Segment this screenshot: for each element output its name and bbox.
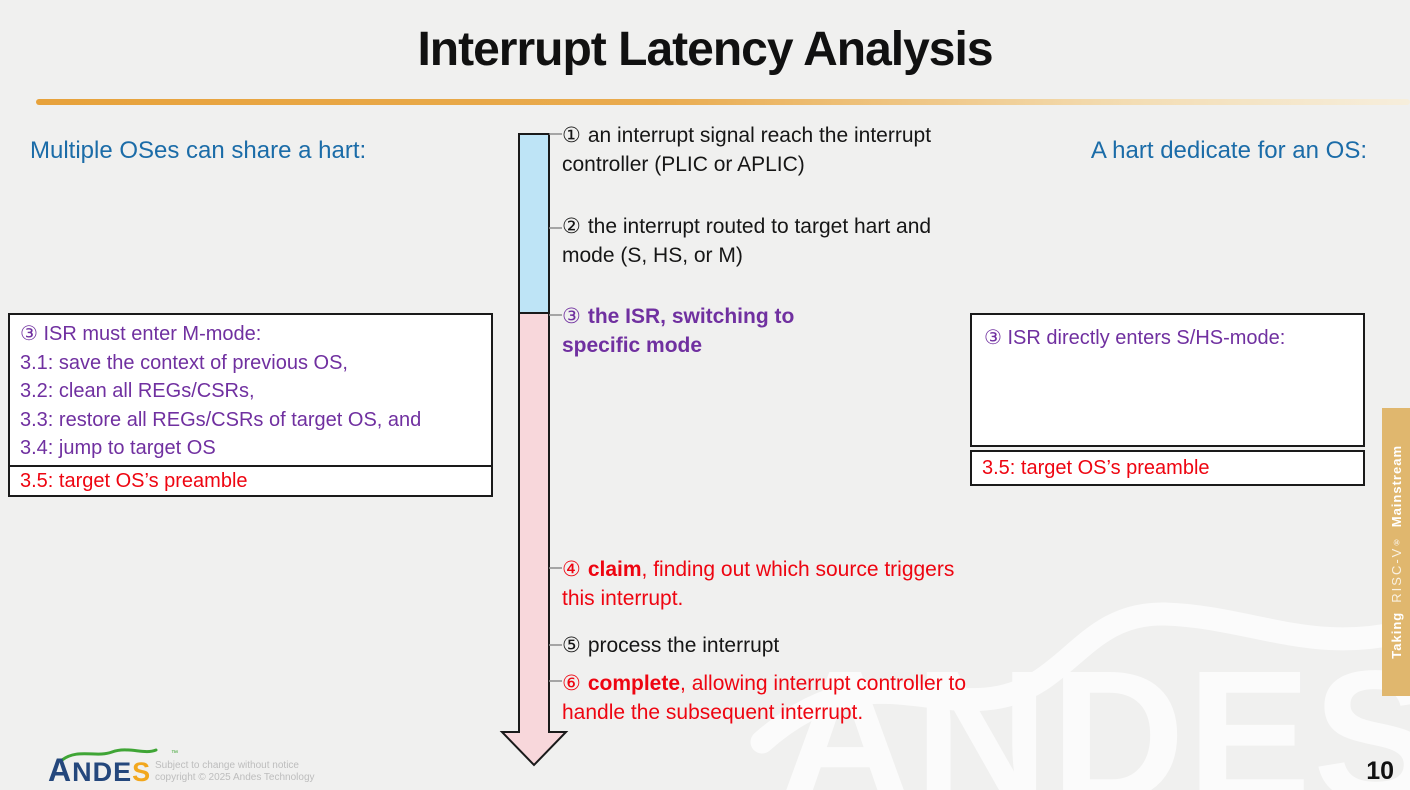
step-keyword: complete	[587, 672, 681, 695]
shs-mode-box: ③ ISR directly enters S/HS-mode:	[970, 313, 1365, 447]
registered-mark: ®	[1391, 536, 1401, 547]
box-line: ③ ISR must enter M-mode:	[20, 323, 262, 345]
step-number: ③	[562, 305, 581, 328]
banner-taking: Taking	[1388, 611, 1404, 659]
flow-step-4: ④ claim, finding out which source trigger…	[562, 555, 980, 613]
heading-left: Multiple OSes can share a hart:	[30, 137, 367, 164]
step-number: ⑤	[562, 634, 581, 657]
box-line: 3.2: clean all REGs/CSRs,	[20, 380, 255, 402]
step-text: , finding out which source triggers this…	[562, 558, 955, 610]
banner-text: Taking RISC-V® Mainstream	[1389, 445, 1404, 659]
hardware-label: Hardware	[524, 180, 545, 268]
step-tick-marks	[549, 133, 562, 682]
box-line: 3.1: save the context of previous OS,	[20, 351, 348, 374]
right-preamble-box: 3.5: target OS’s preamble	[970, 450, 1365, 486]
software-label: Software	[524, 483, 545, 563]
disclaimer-line: copyright © 2025 Andes Technology	[155, 772, 315, 783]
riscv-mainstream-banner: Taking RISC-V® Mainstream	[1382, 408, 1410, 696]
riscv-logo-text: RISC-V	[1388, 546, 1404, 603]
flow-step-5: ⑤ process the interrupt	[562, 631, 892, 660]
step-number: ①	[562, 124, 581, 147]
box-line: 3.3: restore all REGs/CSRs of target OS,…	[20, 408, 422, 431]
disclaimer-line: Subject to change without notice	[155, 760, 299, 771]
banner-mainstream: Mainstream	[1388, 445, 1404, 528]
step-text: the interrupt routed to target hart and …	[562, 215, 932, 267]
mmode-steps-box: ③ ISR must enter M-mode: 3.1: save the c…	[8, 313, 493, 467]
box-line: ③ ISR directly enters S/HS-mode:	[984, 327, 1286, 349]
footer-disclaimer: Subject to change without notice copyrig…	[155, 760, 315, 784]
step-text: process the interrupt	[587, 634, 780, 657]
step-keyword: the ISR, switching to specific mode	[562, 305, 795, 357]
logo-ridge-icon	[60, 748, 158, 762]
logo-wordmark: ANDES	[48, 754, 152, 787]
logo-letter: A	[48, 752, 73, 788]
step-number: ②	[562, 215, 581, 238]
logo-trademark: ™	[171, 750, 178, 757]
step-text: an interrupt signal reach the interrupt …	[562, 124, 932, 176]
step-number: ⑥	[562, 672, 581, 695]
step-number: ④	[562, 558, 581, 581]
logo-letter-s: S	[132, 757, 152, 787]
logo-letters-mid: NDE	[72, 757, 133, 787]
page-number: 10	[1366, 757, 1394, 785]
page-title: Interrupt Latency Analysis	[417, 23, 993, 76]
step-keyword: claim	[587, 558, 642, 581]
heading-right: A hart dedicate for an OS:	[1090, 137, 1367, 164]
title-divider	[36, 99, 1410, 105]
left-preamble-box: 3.5: target OS’s preamble	[8, 465, 493, 497]
box-line: 3.4: jump to target OS	[20, 437, 216, 459]
andes-logo: ™ ANDES	[48, 748, 178, 787]
